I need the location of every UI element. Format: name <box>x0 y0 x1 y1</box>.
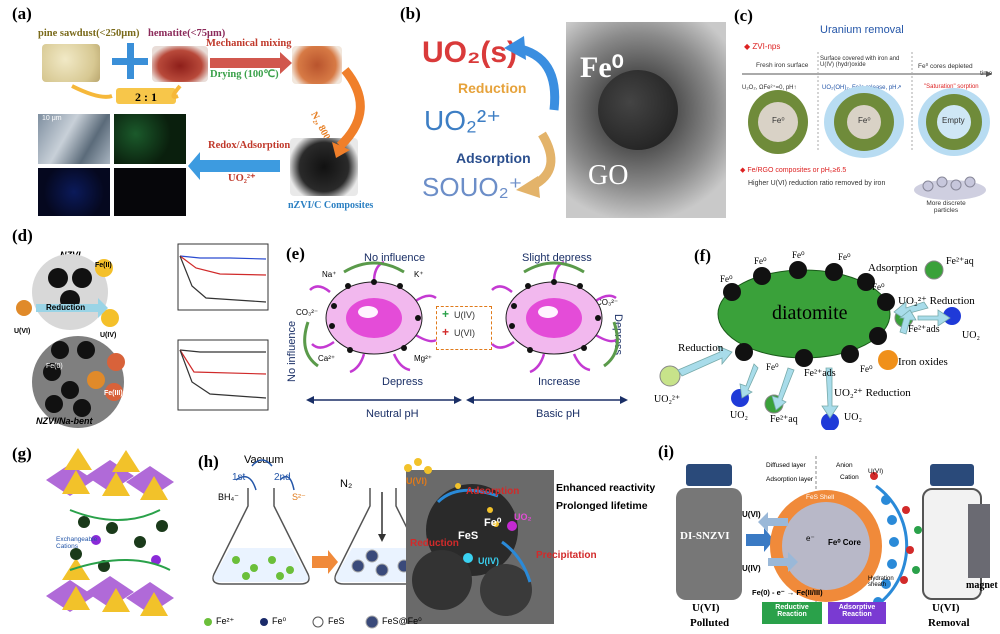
u-iv-plus: + <box>442 307 449 321</box>
u-iv-label: U(IV) <box>100 332 116 339</box>
fe2-ads-label: Fe²⁺ads <box>908 324 940 335</box>
fe0-label-4: Fe⁰ <box>838 252 851 263</box>
precipitation-label: Precipitation <box>536 550 597 561</box>
fe2-aq-label: Fe²⁺aq <box>946 256 974 267</box>
core3-label: Empty <box>942 116 965 125</box>
panel-b-arrows <box>392 0 728 222</box>
fe2-aq-bottom-label: Fe²⁺aq <box>770 414 798 425</box>
fe2-ads-bottom-label: Fe²⁺ads <box>804 368 836 379</box>
magnet-label: magnet <box>966 580 998 591</box>
removal-label: Removal <box>928 617 970 629</box>
u-vi-label: U(VI) <box>406 476 427 486</box>
core2-label: Fe⁰ <box>858 116 871 125</box>
panel-g: (g) Exchangeable Cations <box>0 430 196 634</box>
panel-i: (i) DI-SNZVI U(VI) Polluted Diffused lay… <box>656 430 1000 634</box>
arrow-to-flask2 <box>312 550 338 574</box>
panel-f: (f) diatomite Adsorption Fe²⁺aq UO₂²⁺ Re… <box>654 222 1000 430</box>
fe-iii-label: Fe(III) <box>104 390 123 397</box>
u-vi-label: U(VI) <box>14 328 30 335</box>
reductive-label: Reductive Reaction <box>764 604 820 618</box>
panel-d-graphic <box>0 222 274 430</box>
core1-label: Fe⁰ <box>772 116 785 125</box>
uo2-reduction-bottom-label: UO₂²⁺ Reduction <box>834 386 911 399</box>
mineral-layer-top <box>46 448 174 500</box>
arrow-to-sem <box>188 152 280 180</box>
fe-ii-label: Fe(II) <box>95 262 112 269</box>
fes-label: FeS <box>458 530 478 542</box>
uo2-ion-left-label: UO₂²⁺ <box>654 394 680 405</box>
mineral-layer-bottom <box>46 558 174 616</box>
e-label: e⁻ <box>806 534 815 543</box>
legend-fesfe0: FeS@Fe⁰ <box>382 616 422 627</box>
reduction-left-label: Reduction <box>678 342 723 354</box>
uo2-right-label: UO₂ <box>962 330 980 341</box>
u-iv-out-label: U(IV) <box>742 564 761 573</box>
enhanced-label: Enhanced reactivity <box>556 482 655 494</box>
panel-h: (h) Vacuum 1st 2nd BH₄⁻ S²⁻ N₂ <box>196 430 656 634</box>
chart-upper <box>178 244 268 310</box>
panel-f-graphic <box>654 222 1000 430</box>
adsorption-label: Adsorption <box>466 486 519 497</box>
iron-oxides-label: Iron oxides <box>898 356 948 368</box>
uo2-bottom-label: UO₂ <box>730 410 748 421</box>
reduction-label: Reduction <box>46 303 85 312</box>
uo2-reduction-label: UO₂²⁺ Reduction <box>898 294 975 307</box>
fe0-label-7: Fe⁰ <box>860 364 873 375</box>
anion-label: Anion <box>836 462 853 469</box>
uo2-bottom2-label: UO₂ <box>844 412 862 423</box>
legend-fe2: Fe²⁺ <box>216 616 234 627</box>
panel-h-graphic <box>196 430 656 634</box>
adsorptive-label: Adsorptive Reaction <box>830 604 884 618</box>
panel-a-arrows <box>0 0 392 222</box>
adsorption-label: Adsorption <box>868 262 918 274</box>
fe0-label-6: Fe⁰ <box>766 362 779 373</box>
panel-c: (c) Uranium removal ◆ ZVI-nps Fresh iron… <box>728 0 1000 222</box>
fe0-label-5: Fe⁰ <box>872 282 885 293</box>
fe0-label-3: Fe⁰ <box>792 250 805 261</box>
panel-b: (b) Fe⁰ GO UO₂(s) Reduction UO₂²⁺ Adsorp… <box>392 0 728 222</box>
arrow-in <box>746 528 774 552</box>
shell-label: FeS Shell <box>806 494 834 501</box>
uo2-label: UO₂ <box>514 512 532 522</box>
legend-fe0: Fe⁰ <box>272 616 286 627</box>
u-vi-small-label: U(VI) <box>868 468 883 475</box>
flask-1 <box>213 488 309 584</box>
panel-e: (e) No influence Slight depress No influ… <box>274 222 654 430</box>
panel-c-graphic <box>728 0 1000 222</box>
nzvi-na-bent-label: NZVI/Na-bent <box>36 416 93 426</box>
magnet <box>968 504 990 578</box>
cation-label: Cation <box>840 474 859 481</box>
panel-a: (a) pine sawdust(<250μm) hematite(<75μm)… <box>0 0 392 222</box>
core-label: Fe⁰ Core <box>828 538 861 547</box>
discrete-label: More discrete particles <box>916 200 976 214</box>
fe0-label: Fe(0) <box>46 363 63 370</box>
u-vi-plus: + <box>442 325 449 339</box>
u-iv-label: U(IV) <box>478 556 499 566</box>
reaction-equation: Fe(0) - e⁻ → Fe(II/III) <box>752 588 823 597</box>
exchangeable-label: Exchangeable Cations <box>56 536 116 550</box>
chart-lower <box>178 340 268 410</box>
fe0-label-2: Fe⁰ <box>754 256 767 267</box>
legend-fes: FeS <box>328 616 345 626</box>
arrow-to-mixture <box>210 52 292 74</box>
hydration-label: Hydration sheath <box>868 576 908 588</box>
panel-e-graphic: + + <box>274 222 654 430</box>
higher-ratio-label: Higher U(VI) reduction ratio removed by … <box>748 180 885 187</box>
fe0-label-1: Fe⁰ <box>720 274 733 285</box>
removal-u-label: U(VI) <box>932 602 960 614</box>
fe-rgo-label: ◆ Fe/RGO composites or pH₀≥6.5 <box>740 166 846 174</box>
u-vi-in-label: U(VI) <box>742 510 761 519</box>
prolonged-label: Prolonged lifetime <box>556 500 648 512</box>
reduction-label: Reduction <box>410 538 459 549</box>
arrow-furnace <box>340 70 360 146</box>
adsorption-layer-label: Adsorption layer <box>766 476 813 483</box>
diatomite-label: diatomite <box>772 302 848 325</box>
fe0-label: Fe⁰ <box>484 516 501 529</box>
diffused-layer-label: Diffused layer <box>766 462 806 469</box>
panel-d: (d) NZVI Reduction Fe( <box>0 222 274 430</box>
panel-g-graphic <box>0 430 196 634</box>
